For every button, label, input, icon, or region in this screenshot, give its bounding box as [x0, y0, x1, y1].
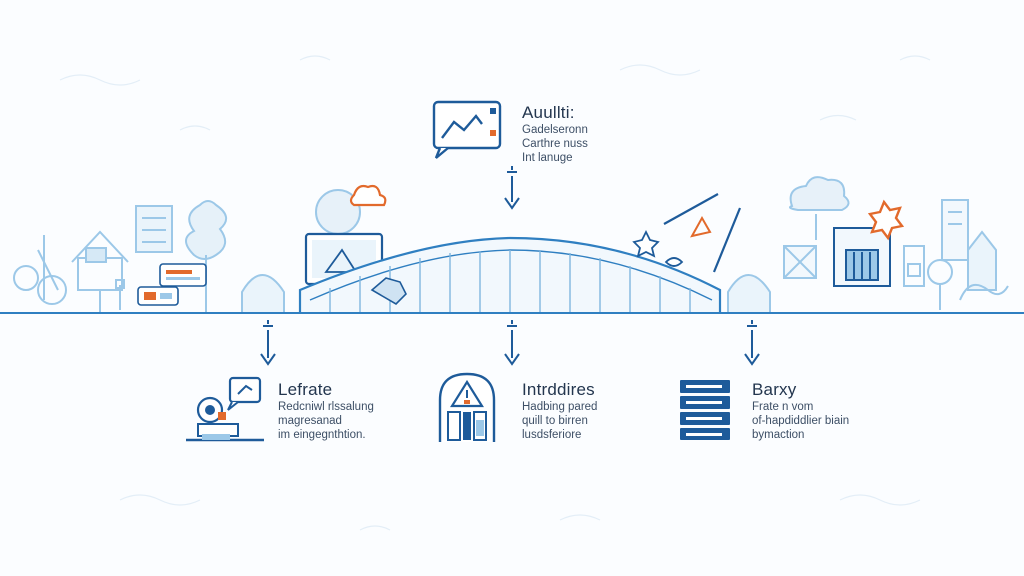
warning-gateway-icon — [438, 372, 496, 442]
node-right-line-1: Frate n vom — [752, 401, 814, 413]
node-center-title: Intrddires — [522, 380, 595, 399]
node-center-line-3: lusdsferiore — [522, 429, 582, 441]
background-texture — [59, 55, 931, 531]
node-center: Intrddires Hadbing pared quill to birren… — [522, 380, 652, 442]
desk-computer-icon — [186, 376, 264, 442]
node-left-title: Lefrate — [278, 380, 333, 399]
node-left-line-2: magresanad — [278, 415, 342, 427]
node-right: Barxy Frate n vom of-hapdiddlier biain b… — [752, 380, 902, 442]
node-left-line-1: Redcniwl rlssalung — [278, 401, 374, 413]
node-left-line-3: im eingegnthtion. — [278, 429, 366, 441]
node-top-title: Auullti: — [522, 103, 575, 122]
node-top-line-1: Gadelseronn — [522, 124, 588, 136]
server-stack-icon — [680, 380, 730, 440]
node-top: Auullti: Gadelseronn Carthre nuss Int la… — [522, 103, 632, 165]
right-arch — [727, 274, 771, 312]
bridge — [298, 236, 722, 312]
node-right-line-3: bymaction — [752, 429, 805, 441]
chart-monitor-icon — [432, 100, 502, 159]
node-left: Lefrate Redcniwl rlssalung magresanad im… — [278, 380, 418, 442]
right-skyline — [783, 176, 1009, 310]
card-stack — [137, 263, 207, 306]
node-top-line-2: Carthre nuss — [522, 138, 588, 150]
node-right-line-2: of-hapdiddlier biain — [752, 415, 850, 427]
node-right-title: Barxy — [752, 380, 797, 399]
left-skyline — [13, 200, 285, 312]
star-icon — [867, 199, 905, 241]
node-top-line-3: Int lanuge — [522, 152, 573, 164]
connector-arrows — [260, 166, 760, 366]
node-center-line-1: Hadbing pared — [522, 401, 598, 413]
floating-accents — [632, 193, 742, 273]
node-center-line-2: quill to birren — [522, 415, 588, 427]
